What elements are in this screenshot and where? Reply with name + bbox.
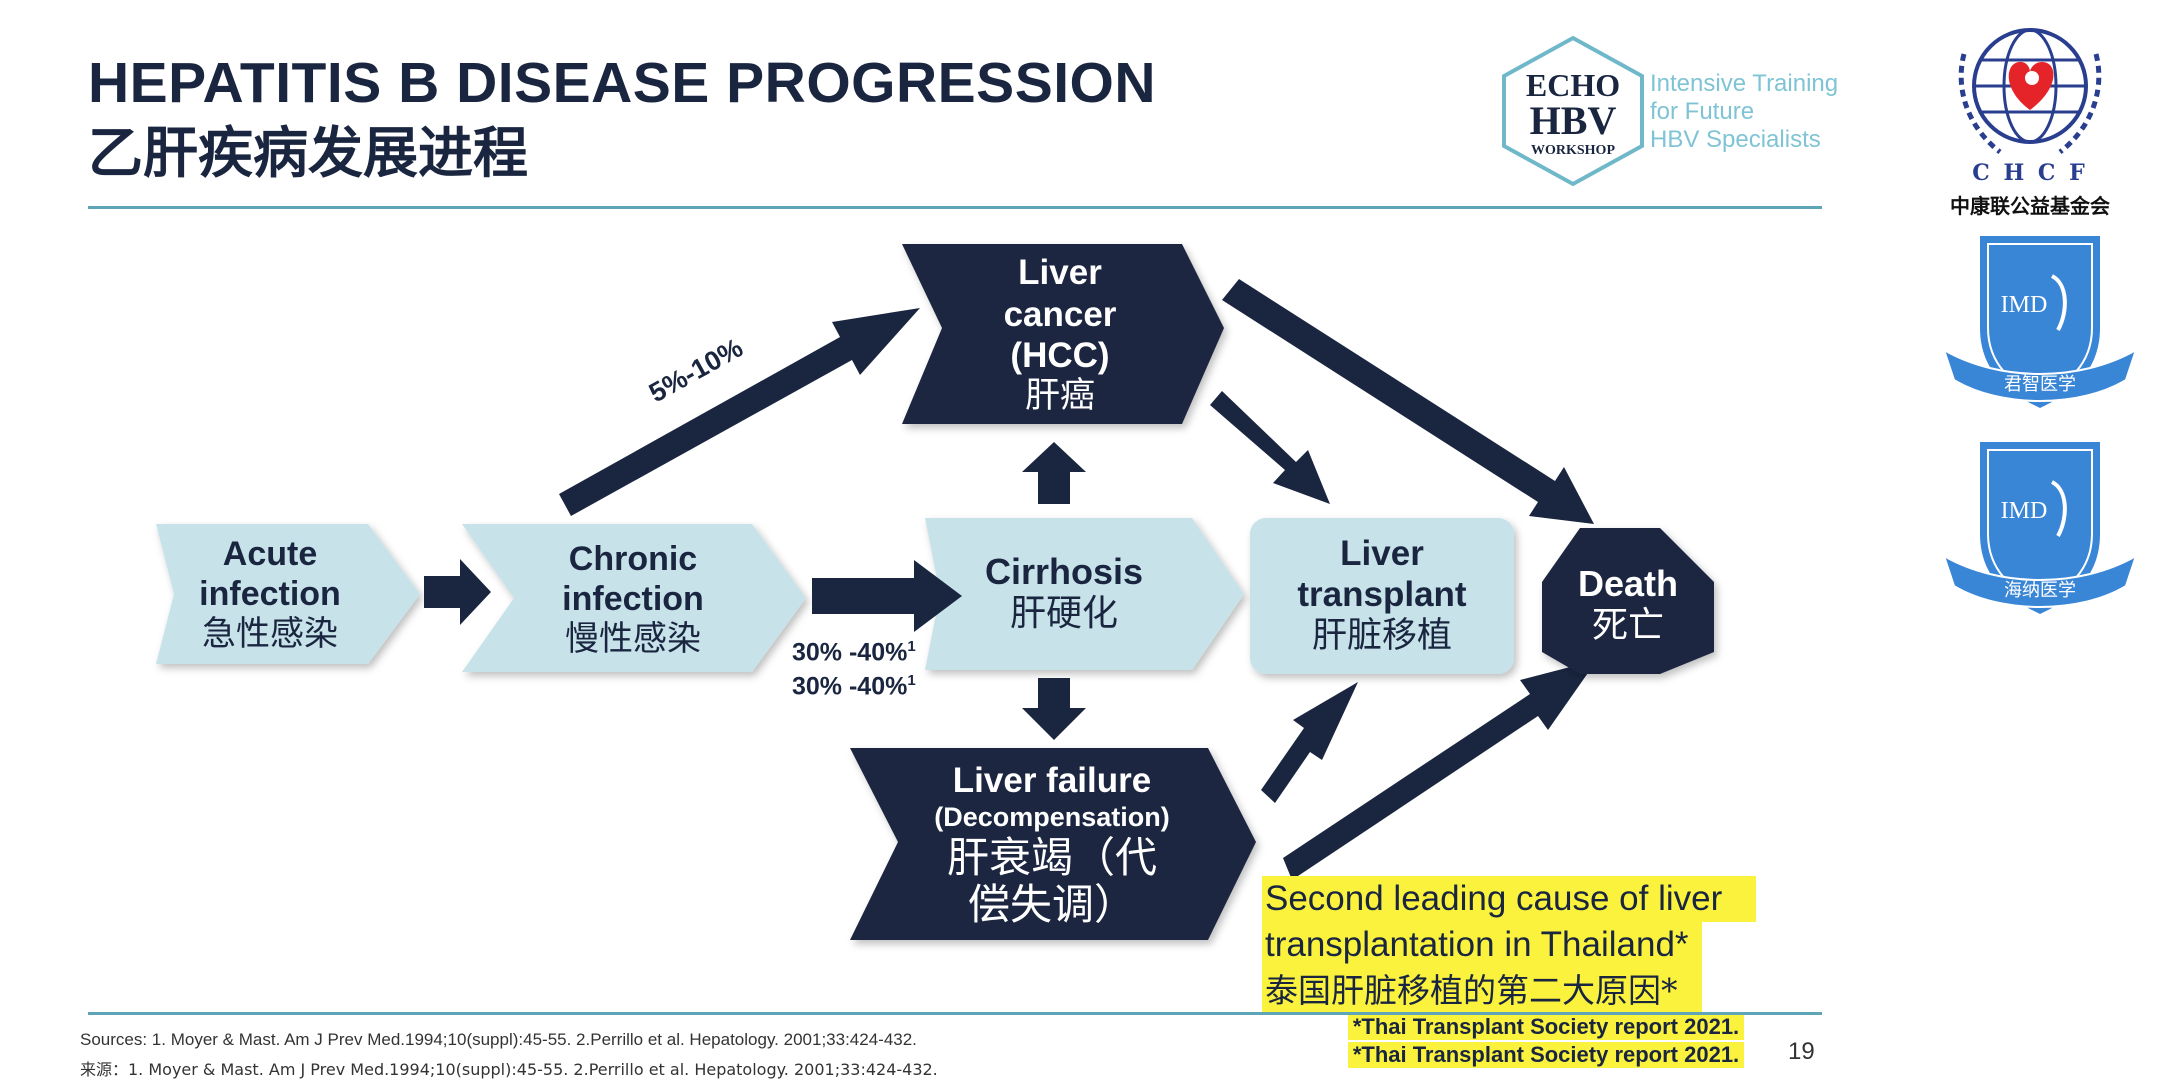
chronic-infection-label: Chronic infection 慢性感染 [520, 526, 746, 672]
failure-sub: (Decompensation) [934, 801, 1170, 832]
echo-tagline-line: for Future [1650, 98, 1755, 125]
highlight-report-1: *Thai Transplant Society report 2021. [1348, 1014, 1744, 1040]
echo-logo-line3: WORKSHOP [1531, 143, 1615, 158]
echo-tagline-line: Intensive Training [1650, 70, 1839, 97]
highlight-report-2: *Thai Transplant Society report 2021. [1348, 1042, 1744, 1068]
liver-cancer-label: Liver cancer (HCC) 肝癌 [940, 240, 1180, 430]
pct-value: 30% -40% [792, 638, 908, 667]
cirrhosis-en: Cirrhosis [984, 550, 1144, 592]
death-label: Death 死亡 [1542, 540, 1714, 670]
cancer-en-3: (HCC) [1010, 336, 1110, 375]
cirrhosis-node [925, 518, 1244, 670]
liver-failure-node [850, 748, 1256, 940]
arrow-cancer-to-death [1222, 279, 1594, 524]
highlight-line-2: transplantation in Thailand* [1262, 922, 1702, 968]
failure-en: Liver failure [952, 761, 1152, 801]
cancer-zh: 肝癌 [1024, 376, 1095, 417]
slide: HEPATITIS B DISEASE PROGRESSION 乙肝疾病发展进程… [80, 35, 1860, 1079]
acute-infection-label: Acute infection 急性感染 [172, 522, 368, 666]
death-en: Death [1577, 562, 1679, 604]
arrow-cancer-to-transplant [1210, 391, 1330, 504]
death-zh: 死亡 [1591, 605, 1664, 646]
chcf-name: 中康联公益基金会 [1950, 196, 2110, 218]
echo-tagline: Intensive Training for Future HBV Specia… [1650, 70, 1860, 154]
imd1-text: IMD [2001, 292, 2048, 318]
echo-tagline-line: HBV Specialists [1650, 126, 1821, 153]
imd1-banner: 君智医学 [2004, 374, 2076, 395]
header-divider [88, 206, 1822, 209]
chcf-letters: C H C F [1972, 160, 2088, 186]
imd2-text: IMD [2001, 498, 2048, 524]
transplant-en-2: transplant [1297, 575, 1467, 615]
sources-chinese: 来源：1. Moyer & Mast. Am J Prev Med.1994;1… [80, 1060, 938, 1079]
highlight-line-1: Second leading cause of liver [1262, 876, 1756, 922]
chronic-en-2: infection [562, 579, 704, 618]
cirrhosis-zh: 肝硬化 [1009, 593, 1118, 634]
arrow-failure-to-transplant [1261, 682, 1358, 803]
chcf-globe-logo [1958, 28, 2102, 154]
cirrhosis-label: Cirrhosis 肝硬化 [944, 520, 1184, 666]
sources-english: Sources: 1. Moyer & Mast. Am J Prev Med.… [80, 1030, 917, 1049]
highlight-line-3: 泰国肝脏移植的第二大原因* [1262, 968, 1702, 1014]
arrows [559, 279, 1597, 880]
liver-failure-label: Liver failure (Decompensation) 肝衰竭（代 偿失调… [896, 748, 1208, 940]
page-number: 19 [1788, 1038, 1815, 1065]
arrow-chronic-to-cancer [559, 308, 920, 516]
acute-en-2: infection [199, 574, 341, 613]
transplant-zh: 肝脏移植 [1311, 615, 1452, 656]
failure-zh-2: 偿失调） [967, 879, 1136, 929]
pct-ref: 1 [907, 638, 916, 655]
echo-logo-line2: HBV [1530, 98, 1617, 143]
title-english: HEPATITIS B DISEASE PROGRESSION [88, 51, 1157, 115]
arrow-failure-to-death [1283, 660, 1597, 880]
arrow-acute-to-chronic [424, 559, 491, 625]
transplant-en-1: Liver [1340, 534, 1424, 574]
sponsor-logos: C H C F 中康联公益基金会 IMD 君智医学 IMD 海纳医学 [1900, 0, 2160, 1080]
footer-divider [88, 1012, 1822, 1015]
cancer-en-1: Liver [1018, 253, 1102, 293]
imd2-banner: 海纳医学 [2004, 580, 2076, 601]
pct-value: 30% -40% [792, 672, 908, 701]
arrow-cirrhosis-to-cancer [1022, 442, 1086, 504]
pct-ref: 1 [907, 672, 916, 689]
liver-transplant-label: Liver transplant 肝脏移植 [1252, 520, 1512, 670]
cancer-en-2: cancer [1003, 294, 1117, 334]
arrow-chronic-to-cirrhosis [812, 560, 962, 632]
imd-haina-logo: IMD 海纳医学 [1942, 442, 2138, 614]
arrow-cirrhosis-to-failure [1022, 678, 1086, 740]
cirrhosis-percentage-1: 30% -40%1 [792, 638, 916, 667]
cirrhosis-percentage-2: 30% -40%1 [792, 672, 916, 701]
liver-transplant-node [1250, 518, 1514, 674]
liver-cancer-node [902, 244, 1224, 424]
title-chinese: 乙肝疾病发展进程 [88, 121, 529, 185]
progression-diagram [156, 244, 1714, 940]
chronic-zh: 慢性感染 [565, 619, 701, 660]
acute-zh: 急性感染 [202, 614, 338, 655]
echo-logo-line1: ECHO [1526, 67, 1620, 103]
death-node [1542, 528, 1714, 674]
failure-zh-1: 肝衰竭（代 [946, 832, 1157, 882]
imd-junzhi-logo: IMD 君智医学 [1942, 236, 2138, 408]
acute-infection-node [156, 524, 420, 664]
echo-hbv-logo: ECHO HBV WORKSHOP [1502, 35, 1644, 187]
acute-en-1: Acute [222, 534, 318, 573]
chronic-en-1: Chronic [568, 539, 698, 578]
chronic-infection-node [462, 524, 806, 672]
